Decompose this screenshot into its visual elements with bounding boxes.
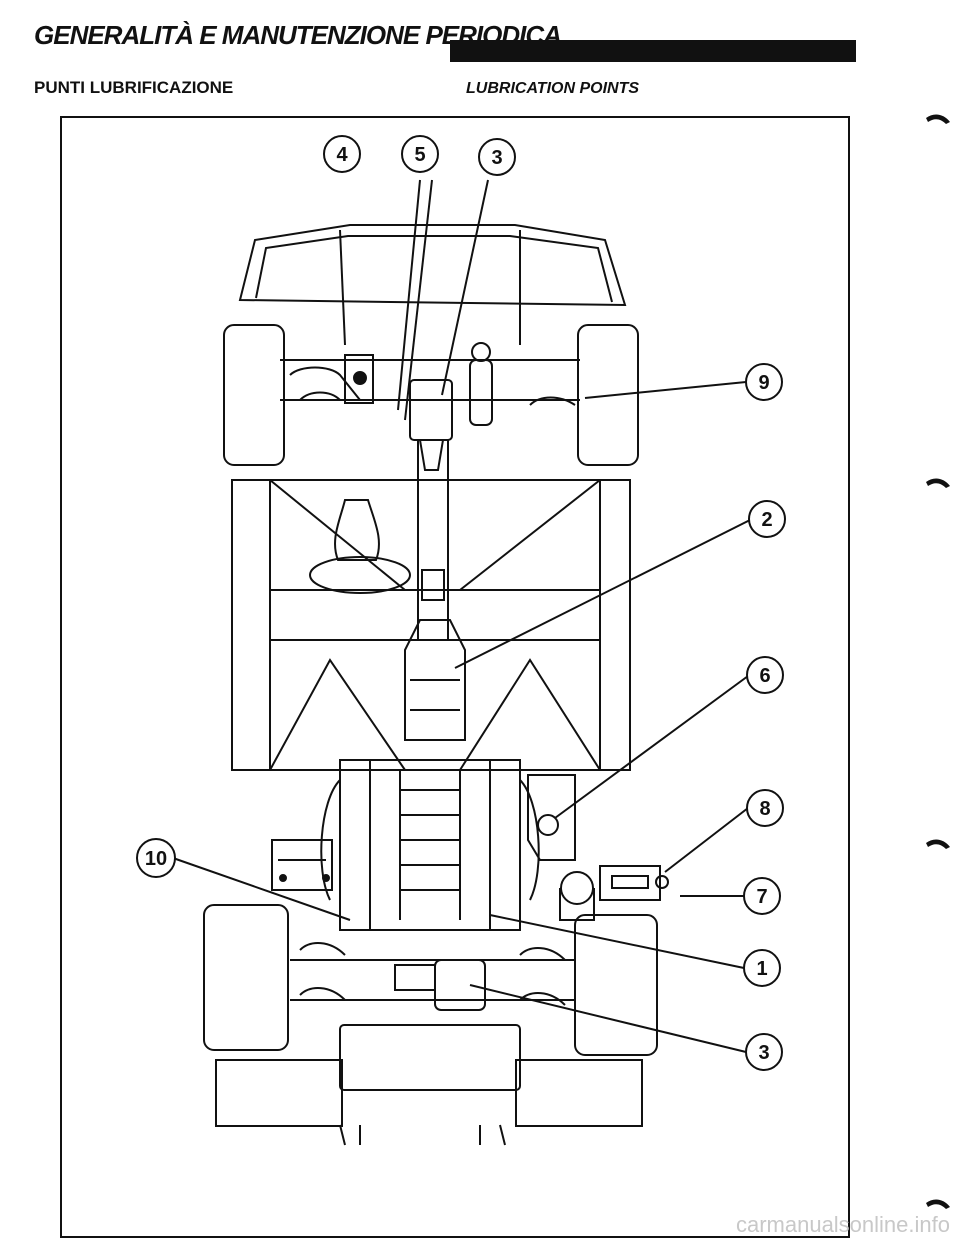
- callout-circle-10: [136, 838, 176, 878]
- callout-circle-5: [401, 135, 439, 173]
- callout-circle-4: [323, 135, 361, 173]
- callout-circle-3-bottom: [745, 1033, 783, 1071]
- callout-circle-9: [745, 363, 783, 401]
- callout-label-2: 2: [761, 509, 772, 531]
- callout-label-4: 4: [336, 144, 348, 166]
- callout-circle-2: [748, 500, 786, 538]
- diagram-frame: [60, 116, 850, 1238]
- callout-label-5: 5: [414, 144, 425, 166]
- edge-mark-3: [926, 839, 950, 849]
- callout-circle-6: [746, 656, 784, 694]
- callout-circle-1: [743, 949, 781, 987]
- rear-differential: [434, 959, 486, 1011]
- gearbox: [404, 619, 466, 741]
- callout-label-3-bottom: 3: [758, 1042, 769, 1064]
- front-right-wheel: [577, 324, 639, 466]
- callout-label-7: 7: [756, 886, 767, 908]
- callout-circle-7: [743, 877, 781, 915]
- edge-mark-2: [926, 478, 950, 488]
- rear-right-wheel: [574, 914, 658, 1056]
- callout-label-3-top: 3: [491, 147, 502, 169]
- front-left-wheel: [223, 324, 285, 466]
- rear-left-wheel: [203, 904, 289, 1051]
- callout-label-9: 9: [758, 372, 769, 394]
- callout-circle-8: [746, 789, 784, 827]
- title-bar: [450, 40, 856, 62]
- steering-box: [409, 379, 453, 441]
- edge-mark-4: [926, 1199, 950, 1209]
- callout-label-1: 1: [756, 958, 767, 980]
- oil-reservoir: [527, 774, 576, 861]
- callout-label-10: 10: [145, 848, 167, 870]
- subtitle-italian: PUNTI LUBRIFICAZIONE: [34, 78, 234, 97]
- engine: [339, 759, 521, 931]
- edge-mark-1: [926, 114, 950, 124]
- callout-label-8: 8: [759, 798, 770, 820]
- subtitle-english: LUBRICATION POINTS: [466, 80, 640, 97]
- footer-watermark: carmanualsonline.info: [735, 1212, 950, 1237]
- callout-circle-3-top: [478, 138, 516, 176]
- callout-label-6: 6: [759, 665, 770, 687]
- battery: [271, 839, 333, 891]
